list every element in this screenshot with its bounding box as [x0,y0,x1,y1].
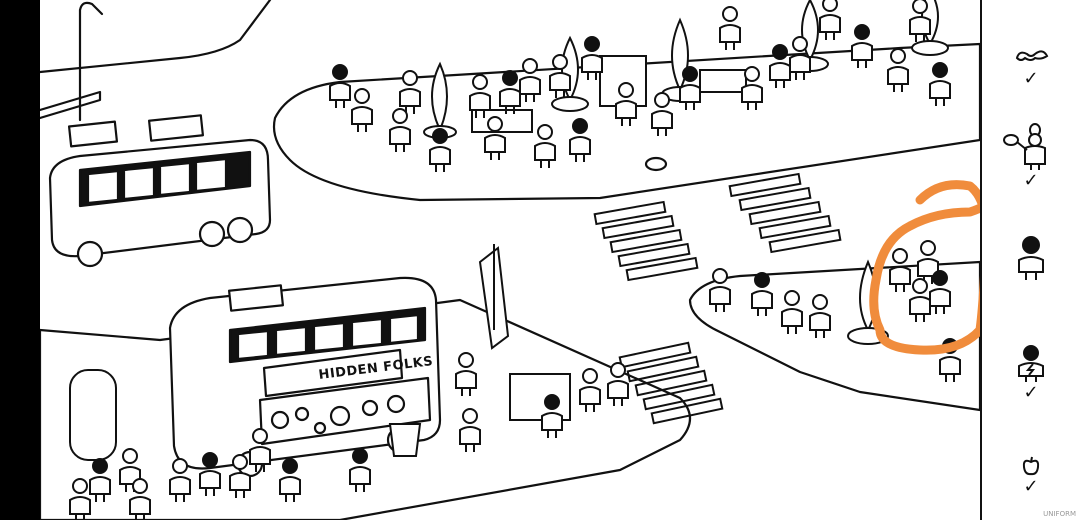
lightning-shirt-folk-icon [1018,345,1044,382]
folk-figure[interactable] [455,352,477,396]
folk-figure[interactable] [719,6,741,50]
props [69,55,747,461]
folk-figure[interactable] [909,0,931,42]
folk-figure[interactable] [819,0,841,40]
target-apple[interactable]: ✓ [982,454,1080,496]
folk-figure[interactable] [129,478,151,520]
target-chef[interactable]: ✓ [982,122,1080,190]
watermark: UNIFORM [1043,510,1076,518]
folk-figure[interactable] [851,24,873,68]
found-check: ✓ [1023,68,1039,89]
folk-figure[interactable] [929,62,951,106]
folk-figure[interactable] [459,408,481,452]
folk-figure[interactable] [607,362,629,406]
single-deck-bus [48,114,272,268]
black-hair-folk-icon [1018,236,1044,280]
folk-figure[interactable] [429,128,451,172]
mustache-icon [1015,50,1049,61]
folk-figure[interactable] [169,458,191,502]
folk-figure[interactable] [329,64,351,108]
manhole [644,156,668,172]
street-lamp [78,1,104,122]
folks-crowd [69,0,961,520]
folk-figure[interactable] [534,124,556,168]
lower-left-pavement [40,298,692,520]
folk-figure[interactable] [249,428,271,472]
folk-figure[interactable] [615,82,637,126]
folk-figure[interactable] [349,448,371,492]
folk-figure[interactable] [887,48,909,92]
left-letterbox [0,0,40,520]
folk-figure[interactable] [889,248,911,292]
game-scene[interactable]: HIDDEN FOLKS [40,0,980,520]
apple-icon [1022,456,1040,476]
bus-shelter [40,90,102,120]
folk-figure[interactable] [789,36,811,80]
folk-figure[interactable] [541,394,563,438]
folk-figure[interactable] [679,66,701,110]
folk-figure[interactable] [939,338,961,382]
folk-figure[interactable] [751,272,773,316]
folk-figure[interactable] [389,108,411,152]
folk-figure[interactable] [929,270,951,314]
folk-figure[interactable] [484,116,506,160]
target-sidebar: ✓ ✓ [980,0,1080,520]
folk-figure[interactable] [279,458,301,502]
folk-figure[interactable] [469,74,491,118]
folk-figure[interactable] [781,290,803,334]
folk-figure[interactable] [89,458,111,502]
upper-plaza [272,42,980,202]
folk-figure[interactable] [351,88,373,132]
folk-figure[interactable] [199,452,221,496]
folk-figure[interactable] [69,478,91,520]
folk-figure[interactable] [769,44,791,88]
found-check: ✓ [1023,382,1039,403]
target-lightning-shirt-folk[interactable]: ✓ [982,344,1080,402]
folk-figure[interactable] [651,92,673,136]
right-pavement [688,260,980,412]
found-check: ✓ [1023,170,1039,191]
double-deck-bus [168,276,442,478]
top-left-pavement [40,0,272,74]
folk-figure[interactable] [399,70,421,114]
folk-figure[interactable] [569,118,591,162]
scene-drawing [40,0,980,520]
folk-figure[interactable] [581,36,603,80]
target-black-hair-folk[interactable] [982,232,1080,282]
folk-figure[interactable] [809,294,831,338]
folk-figure[interactable] [741,66,763,110]
crosswalk-lower [618,341,724,425]
folk-figure[interactable] [579,368,601,412]
crosswalk-upper [593,172,842,282]
folk-figure[interactable] [119,448,141,492]
folk-figure[interactable] [709,268,731,312]
chef-with-pan-icon [1003,123,1046,170]
folk-figure[interactable] [499,70,521,114]
folk-figure[interactable] [909,278,931,322]
folk-figure[interactable] [549,54,571,98]
folk-figure[interactable] [519,58,541,102]
folk-figure[interactable] [229,454,251,498]
found-check: ✓ [1023,476,1039,497]
target-mustache[interactable]: ✓ [982,44,1080,88]
